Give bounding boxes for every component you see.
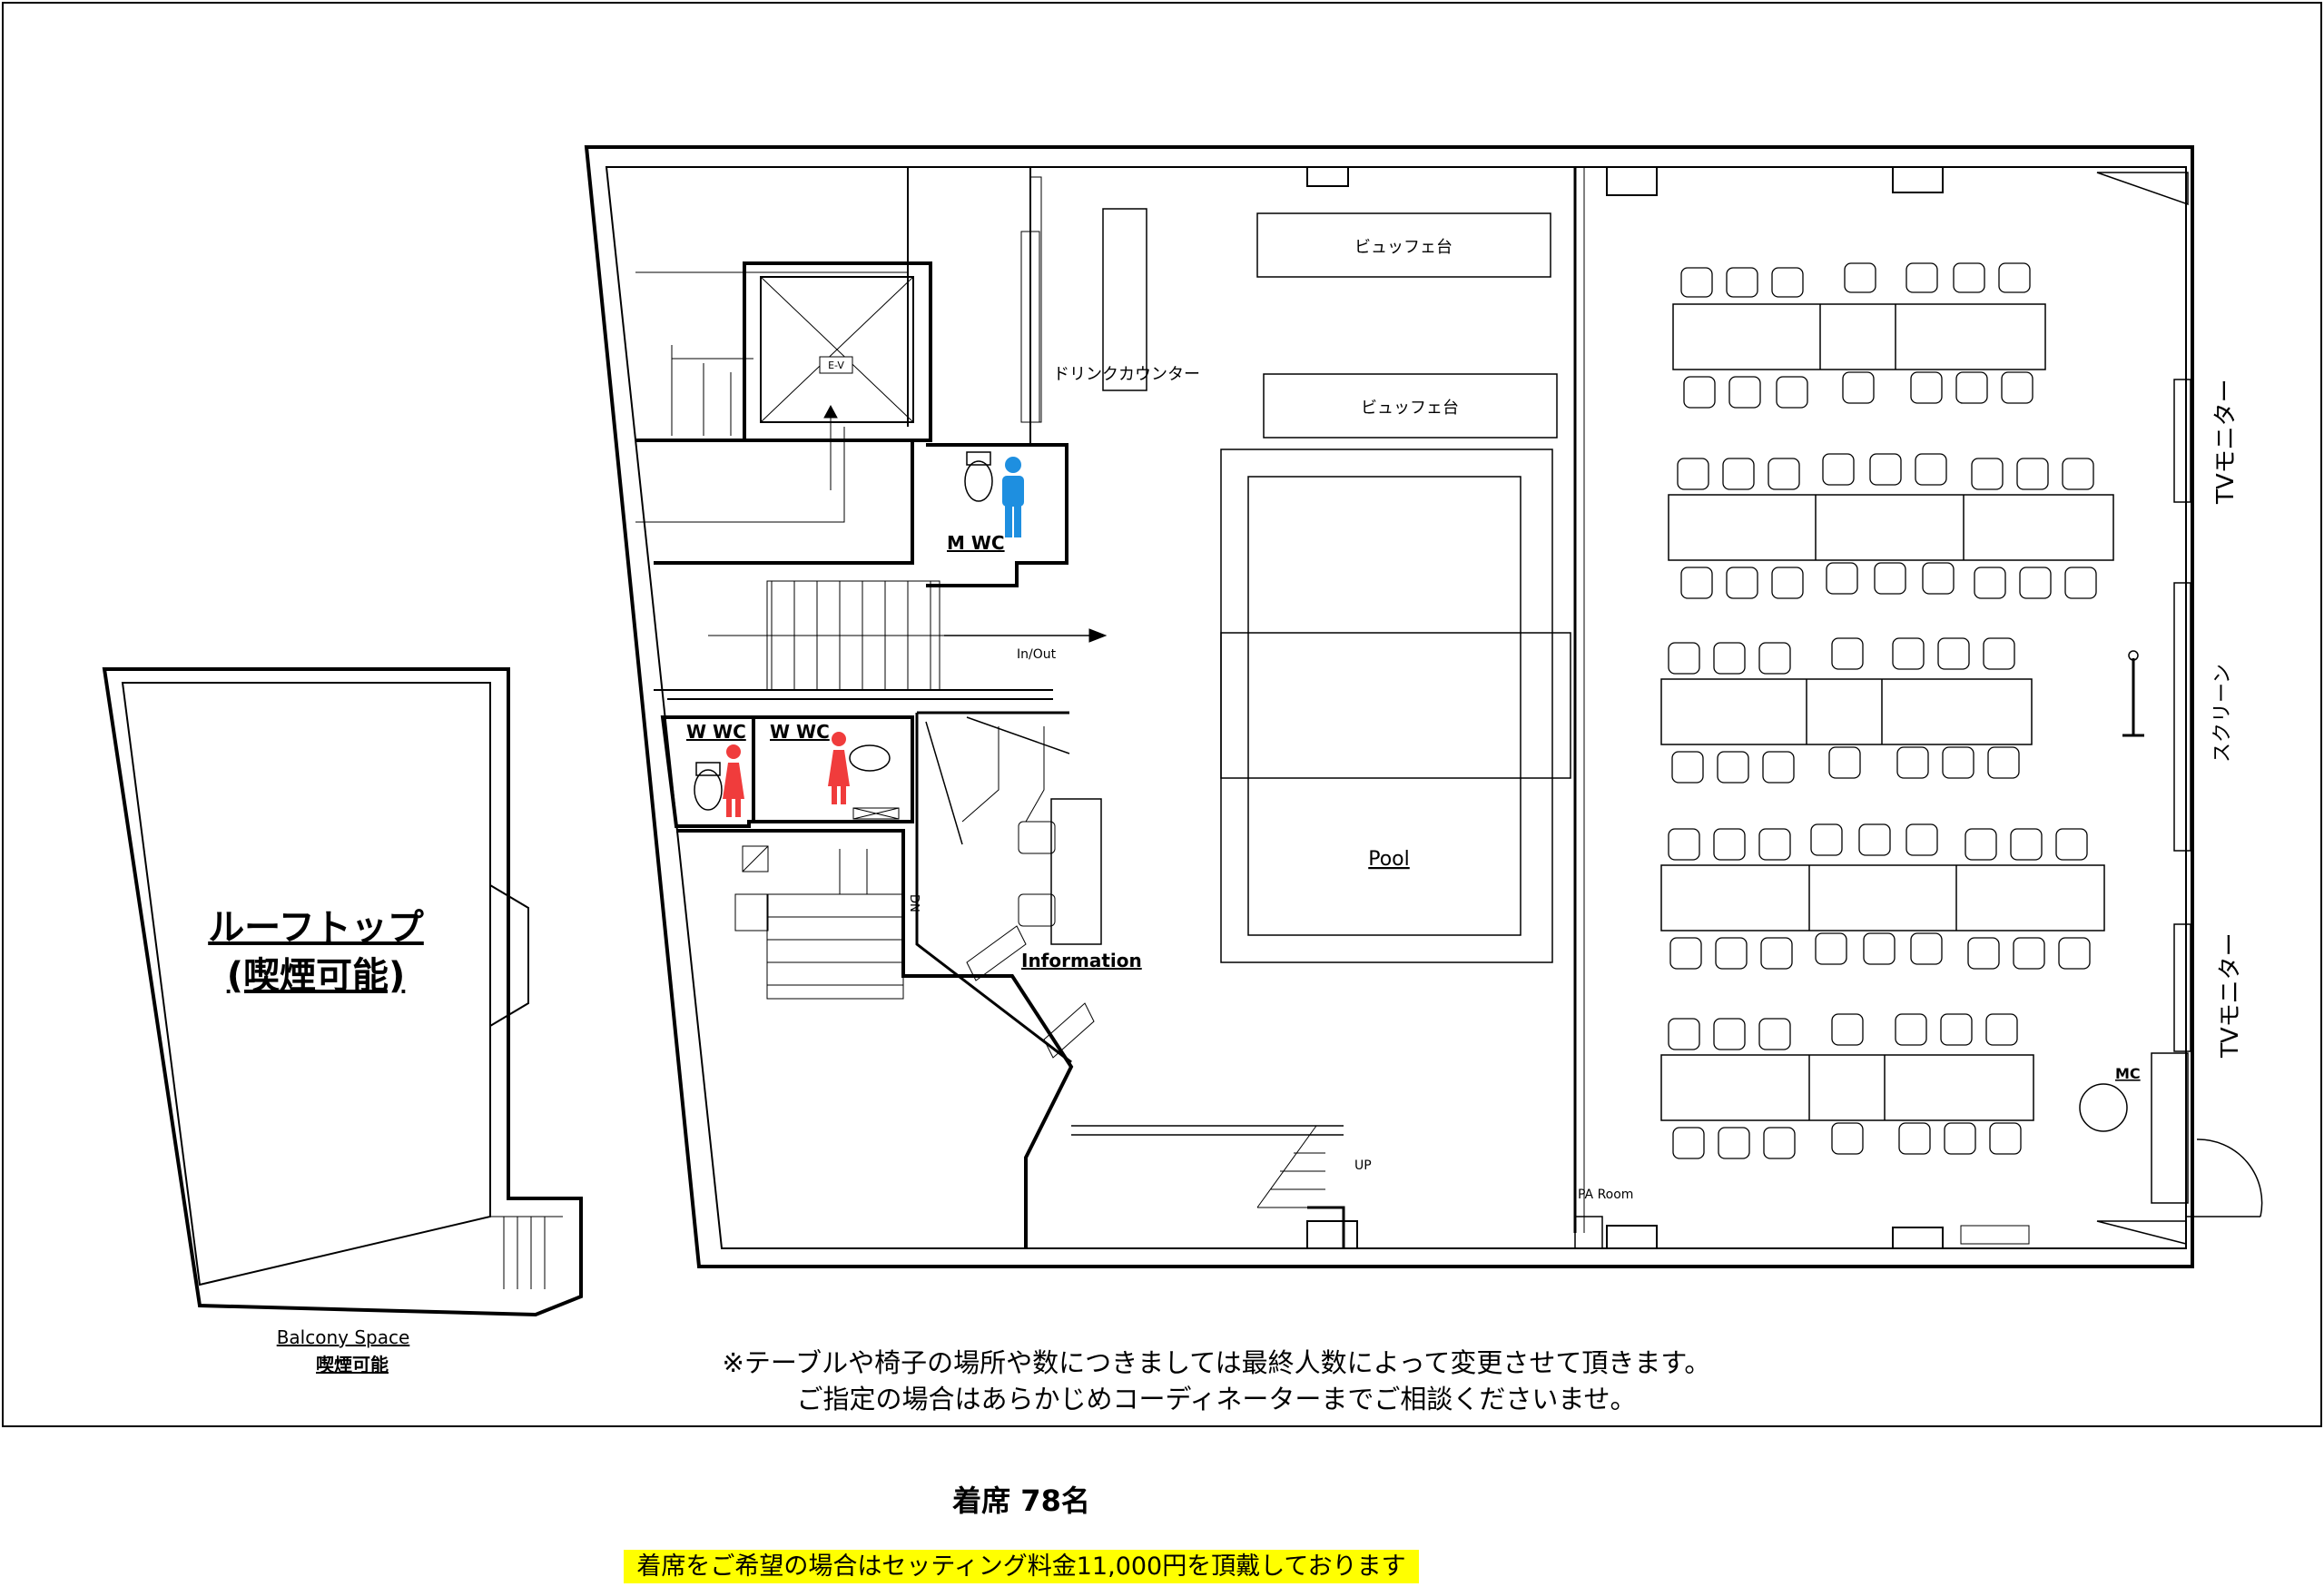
male-wc-label: M WC [947,532,1005,554]
female-wc-icon [828,732,850,804]
tv-monitor-label: TVモニター [2217,932,2244,1059]
female-wc-label: W WC [770,721,830,743]
pa-room-label: PA Room [1578,1188,1633,1202]
fee-notice-wrap: 着席をご希望の場合はセッティング料金11,000円を頂戴しております [0,1546,2043,1583]
up-stairs-label: UP [1354,1158,1372,1173]
notice-line-2: ご指定の場合はあらかじめコーディネーターまでご相談くださいませ。 [796,1384,1637,1414]
rooftop-smoking-label: (喫煙可能) [227,955,406,997]
male-wc-icon [1002,457,1024,537]
drink-counter-label: ドリンクカウンター [1053,365,1200,384]
down-stairs-label: DN [907,894,921,912]
mc-label: MC [2115,1065,2141,1082]
in-out-label: In/Out [1017,647,1057,662]
female-wc-label: W WC [686,721,746,743]
rooftop-area [102,667,583,1317]
female-wc-icon [723,744,744,817]
notice-line-1: ※テーブルや椅子の場所や数につきましては最終人数によって変更させて頂きます。 [722,1347,1711,1378]
plan-frame [2,2,2322,1427]
rooftop-label: ルーフトップ [208,907,424,949]
screen-label: スクリーン [2211,664,2234,763]
pool-label: Pool [1368,848,1410,871]
buffet-label: ビュッフェ台 [1361,399,1459,418]
building [584,145,2263,1268]
arrows [823,404,1108,643]
seating-capacity: 着席 78名 [952,1484,1090,1518]
chairs [1668,262,2097,1159]
buffet-label: ビュッフェ台 [1354,238,1452,257]
elevator-label: E-V [828,360,844,371]
balcony-label: Balcony Space [277,1326,410,1348]
information-label: Information [1021,950,1142,971]
fee-notice: 着席をご希望の場合はセッティング料金11,000円を頂戴しております [624,1550,1419,1583]
banquet-tables [1660,303,2114,1121]
tv-monitor-label: TVモニター [2212,379,2240,505]
balcony-smoking-label: 喫煙可能 [316,1354,389,1375]
